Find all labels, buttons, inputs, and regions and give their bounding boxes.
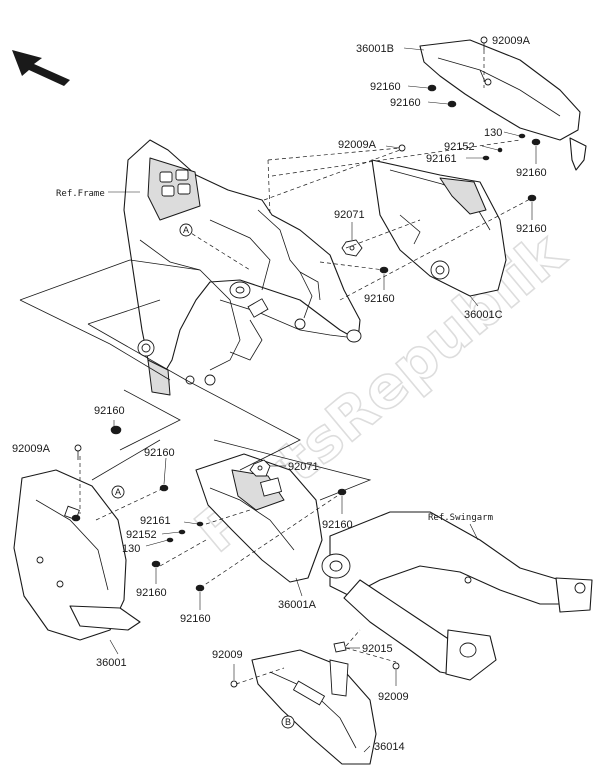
nut-92071-mid bbox=[249, 459, 271, 477]
bolt-92009A-left bbox=[74, 444, 82, 460]
svg-text:A: A bbox=[183, 225, 189, 235]
bolt-92009-right bbox=[392, 662, 400, 670]
label-92009A-left: 92009A bbox=[12, 443, 51, 455]
part-36001A bbox=[195, 453, 323, 583]
label-92009A-top: 92009A bbox=[492, 35, 531, 47]
label-36001: 36001 bbox=[96, 657, 127, 669]
svg-text:A: A bbox=[115, 487, 121, 497]
label-92160-e: 92160 bbox=[516, 223, 547, 235]
part-36001 bbox=[13, 469, 141, 641]
bolt-92009A-top bbox=[480, 36, 488, 50]
label-92015: 92015 bbox=[362, 643, 393, 655]
label-92161-top: 92161 bbox=[426, 153, 457, 165]
label-leaders bbox=[109, 47, 537, 753]
part-labels: 36001B 92009A 92160 92160 130 92152 9216… bbox=[12, 35, 547, 753]
guide-lines bbox=[19, 50, 533, 685]
callout-a-frame: A bbox=[179, 223, 193, 237]
ref-frame-label: Ref.Frame bbox=[56, 189, 140, 199]
part-36014 bbox=[251, 649, 377, 765]
label-92152-mid: 92152 bbox=[126, 529, 157, 541]
part-36001B bbox=[419, 39, 587, 171]
label-92160-i: 92160 bbox=[180, 613, 211, 625]
ref-swingarm-label: Ref.Swingarm bbox=[428, 513, 493, 541]
label-92071-mid: 92071 bbox=[288, 461, 319, 473]
hardware bbox=[71, 36, 541, 688]
label-92160-f: 92160 bbox=[94, 405, 125, 417]
label-92009-right: 92009 bbox=[378, 691, 409, 703]
swingarm-outline bbox=[321, 511, 593, 681]
label-92160-b: 92160 bbox=[390, 97, 421, 109]
label-92160-d: 92160 bbox=[364, 293, 395, 305]
label-92160-j: 92160 bbox=[322, 519, 353, 531]
label-92160-g: 92160 bbox=[144, 447, 175, 459]
label-92071-top: 92071 bbox=[334, 209, 365, 221]
front-arrow-icon bbox=[12, 50, 70, 86]
svg-text:Ref.Frame: Ref.Frame bbox=[56, 189, 105, 199]
label-130-mid: 130 bbox=[122, 543, 140, 555]
label-92009A-mid: 92009A bbox=[338, 139, 377, 151]
frame-outline bbox=[123, 139, 362, 396]
part-36001C bbox=[371, 159, 507, 297]
label-36014: 36014 bbox=[374, 741, 405, 753]
label-92009-left: 92009 bbox=[212, 649, 243, 661]
label-130-top: 130 bbox=[484, 127, 502, 139]
label-92161-mid: 92161 bbox=[140, 515, 171, 527]
label-36001B: 36001B bbox=[356, 43, 394, 55]
label-92152-top: 92152 bbox=[444, 141, 475, 153]
label-92160-a: 92160 bbox=[370, 81, 401, 93]
label-36001C: 36001C bbox=[464, 309, 503, 321]
label-36001A: 36001A bbox=[278, 599, 317, 611]
svg-text:Ref.Swingarm: Ref.Swingarm bbox=[428, 513, 493, 523]
svg-text:B: B bbox=[285, 717, 291, 727]
nut-92071-top bbox=[341, 239, 363, 257]
callout-b-guard: B bbox=[281, 715, 295, 729]
bolt-92015 bbox=[333, 641, 347, 653]
label-92160-c: 92160 bbox=[516, 167, 547, 179]
callout-a-cover: A bbox=[111, 485, 125, 499]
label-92160-h: 92160 bbox=[136, 587, 167, 599]
